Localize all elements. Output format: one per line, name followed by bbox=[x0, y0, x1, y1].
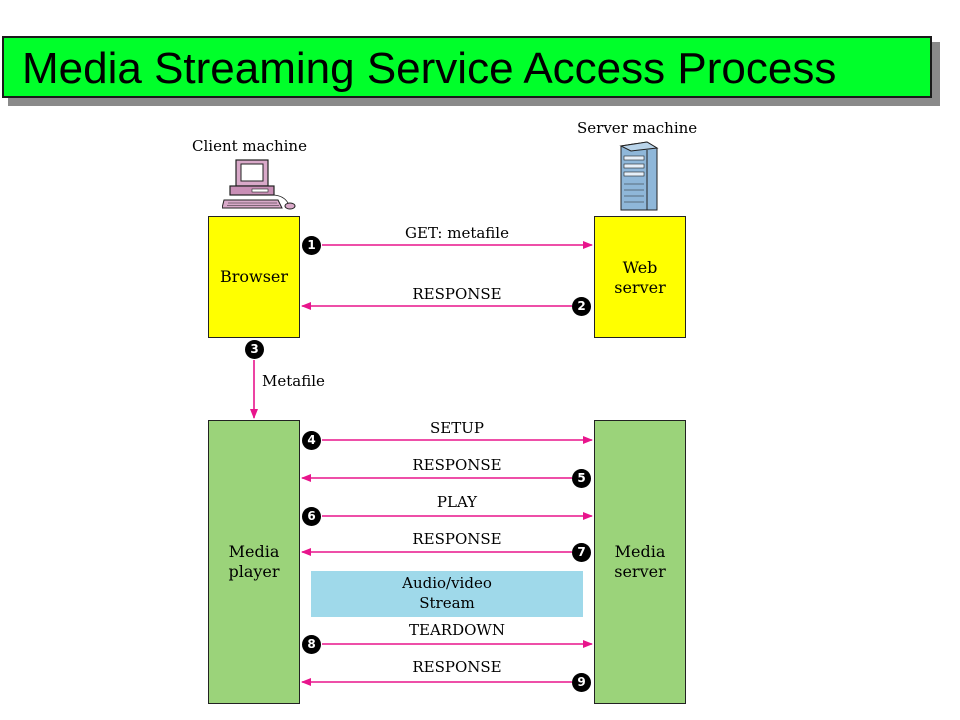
msg-8-label: TEARDOWN bbox=[409, 621, 505, 639]
browser-box bbox=[208, 216, 300, 338]
media-player-box bbox=[208, 420, 300, 704]
msg-4-label: SETUP bbox=[430, 419, 484, 437]
msg-9-label: RESPONSE bbox=[412, 658, 502, 676]
step-badge-5: 5 bbox=[572, 469, 591, 488]
page-title: Media Streaming Service Access Process bbox=[22, 44, 837, 93]
step-badge-3: 3 bbox=[245, 340, 264, 359]
server-machine-caption: Server machine bbox=[577, 119, 698, 137]
computer-icon bbox=[222, 159, 296, 210]
msg-2-label: RESPONSE bbox=[412, 285, 502, 303]
title-bar bbox=[2, 36, 932, 98]
msg-1-label: GET: metafile bbox=[405, 224, 509, 242]
client-machine-caption: Client machine bbox=[192, 137, 307, 155]
browser-label: Browser bbox=[219, 267, 289, 286]
step-badge-4: 4 bbox=[302, 431, 321, 450]
msg-5-label: RESPONSE bbox=[412, 456, 502, 474]
msg-3-label: Metafile bbox=[262, 372, 325, 390]
step-badge-6: 6 bbox=[302, 507, 321, 526]
step-badge-9: 9 bbox=[572, 673, 591, 692]
msg-7-label: RESPONSE bbox=[412, 530, 502, 548]
step-badge-8: 8 bbox=[302, 635, 321, 654]
web-server-box bbox=[594, 216, 686, 338]
step-badge-7: 7 bbox=[572, 543, 591, 562]
stream-band bbox=[311, 571, 583, 617]
media-server-box bbox=[594, 420, 686, 704]
server-icon bbox=[619, 141, 659, 211]
step-badge-1: 1 bbox=[302, 236, 321, 255]
msg-6-label: PLAY bbox=[436, 493, 478, 511]
step-badge-2: 2 bbox=[572, 297, 591, 316]
